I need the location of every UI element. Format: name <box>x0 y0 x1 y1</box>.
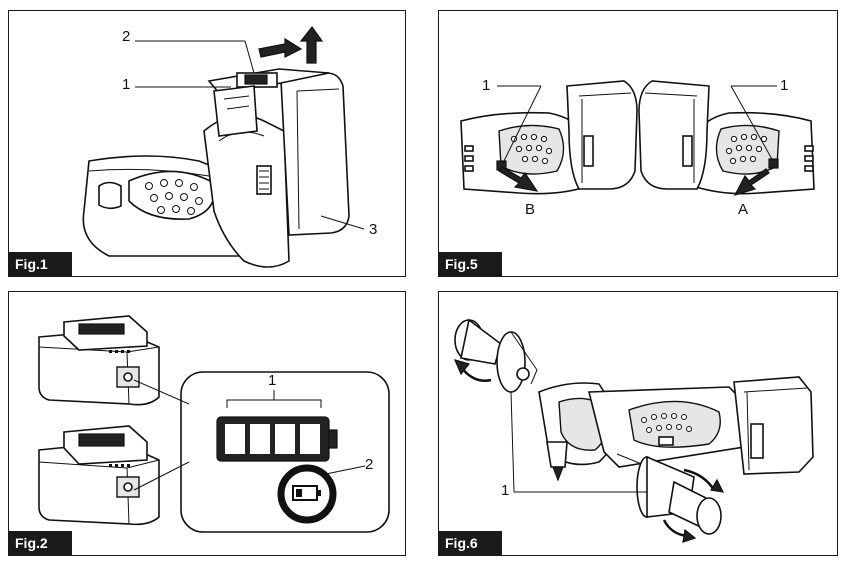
fig5-callout-a: A <box>738 201 749 218</box>
rotate-arrow-icon <box>453 359 471 376</box>
figure-5-label: Fig.5 <box>439 252 502 276</box>
figure-1-panel: 2 1 3 Fig.1 <box>8 10 406 277</box>
fig1-callout-1: 1 <box>122 76 131 93</box>
fig2-battery-indicator-illustration <box>38 315 390 533</box>
fig2-callout-2: 2 <box>365 456 374 473</box>
fig6-side-grip-illustration <box>453 318 814 543</box>
battery-low-icon <box>277 464 337 524</box>
figure-2-label: Fig.2 <box>9 531 72 555</box>
fig5-callout-1-right: 1 <box>780 77 789 94</box>
fig5-callout-b: B <box>525 201 536 218</box>
figure-1-label: Fig.1 <box>9 252 72 276</box>
fig2-callout-1: 1 <box>268 372 277 389</box>
fig1-callout-2: 2 <box>122 28 131 45</box>
fig1-callout-3: 3 <box>369 221 378 238</box>
battery-indicator-icon <box>216 416 338 462</box>
figure-6-panel: 1 Fig.6 <box>438 291 838 556</box>
fig5-reverse-switch-illustration <box>460 80 815 196</box>
fig1-tool-battery-illustration <box>82 25 365 268</box>
figure-6-label: Fig.6 <box>439 531 502 555</box>
fig5-callout-1-left: 1 <box>482 77 491 94</box>
fig6-callout-1: 1 <box>501 482 510 499</box>
figure-5-panel: 1 1 B A Fig.5 <box>438 10 838 277</box>
figure-2-panel: 1 2 Fig.2 <box>8 291 406 556</box>
